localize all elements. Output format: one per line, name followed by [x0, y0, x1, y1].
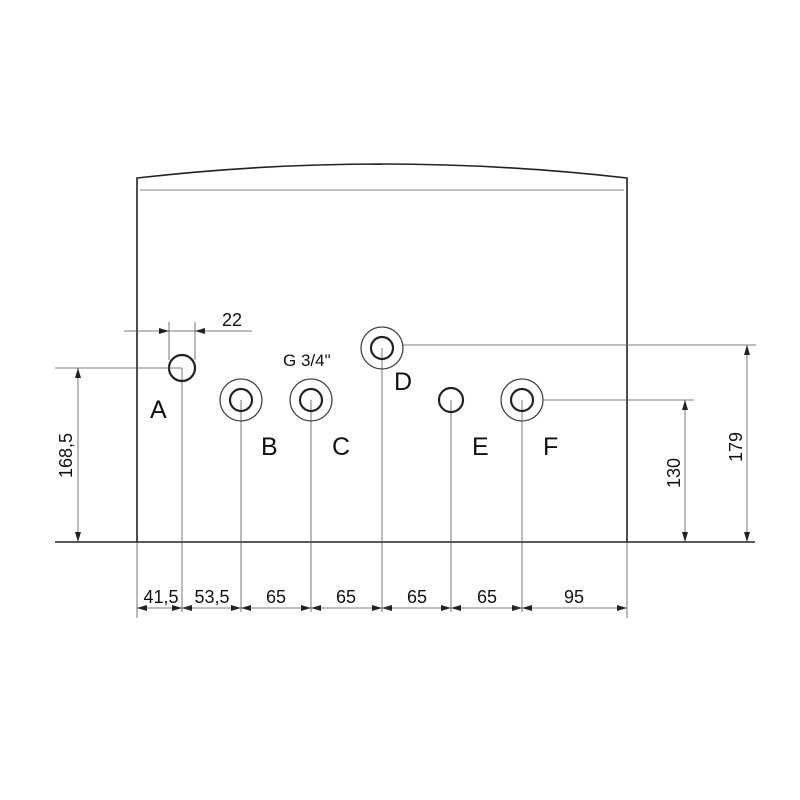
dim-bottom-arrows	[137, 605, 627, 611]
dim-130-text: 130	[664, 458, 684, 488]
dim-22-arrow-right	[195, 328, 205, 334]
pipe-c	[289, 378, 333, 422]
dim-bottom-text-4: 65	[336, 587, 356, 607]
dim-bottom-text-6: 65	[477, 587, 497, 607]
label-f: F	[543, 433, 558, 461]
dim-bottom-text-3: 65	[266, 587, 286, 607]
pipe-d	[360, 326, 404, 370]
dim-179-arrow-bottom	[744, 532, 750, 542]
boiler-outline	[136, 163, 628, 542]
label-a: A	[150, 396, 167, 424]
dim-bottom-text-7: 95	[564, 587, 584, 607]
dim-168-arrow-top	[75, 368, 81, 378]
pipe-b	[219, 378, 263, 422]
dim-bottom-text-5: 65	[407, 587, 427, 607]
label-c: C	[332, 433, 350, 461]
dim-179-text: 179	[726, 432, 746, 462]
dim-130-arrow-top	[682, 400, 688, 410]
label-d: D	[394, 368, 412, 396]
label-e: E	[472, 433, 489, 461]
dim-22-arrow-left	[159, 328, 169, 334]
thread-note: G 3/4"	[283, 351, 331, 370]
dim-bottom-text-2: 53,5	[194, 587, 229, 607]
pipe-e	[437, 386, 465, 414]
dim-bottom-text-1: 41,5	[143, 587, 178, 607]
dim-168-arrow-bottom	[75, 532, 81, 542]
dim-22-text: 22	[222, 310, 242, 330]
dim-130-arrow-bottom	[682, 532, 688, 542]
dim-168-text: 168,5	[56, 433, 76, 478]
label-b: B	[261, 433, 278, 461]
dim-179-arrow-top	[744, 345, 750, 355]
